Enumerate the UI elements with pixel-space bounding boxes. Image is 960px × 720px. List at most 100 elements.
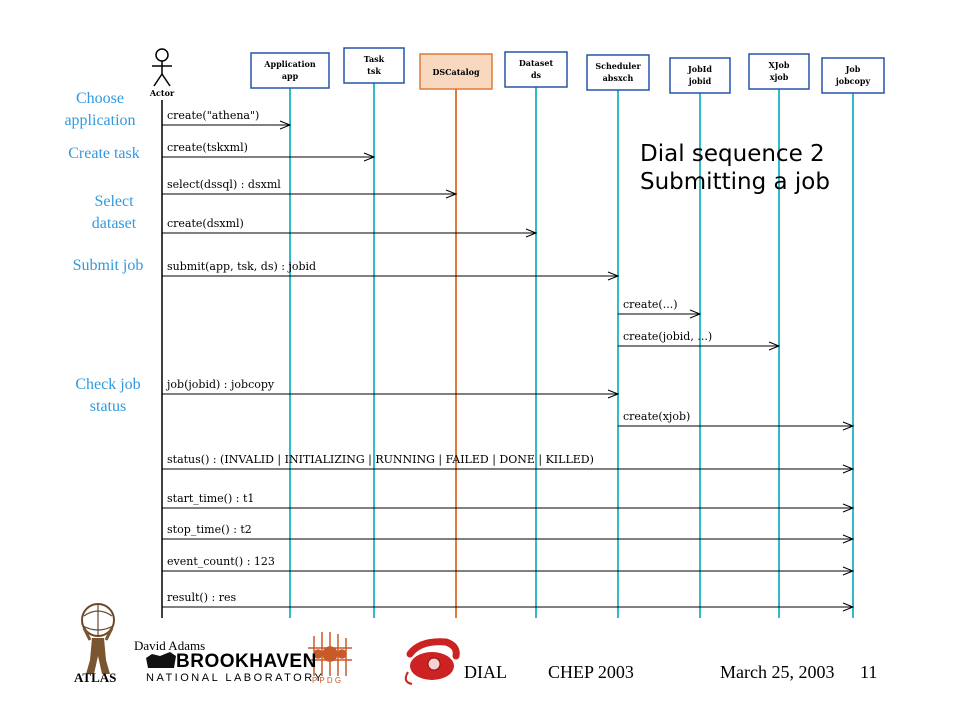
message-arrowhead [842, 421, 855, 431]
object-box-scheduler: Scheduler absxch [586, 54, 650, 618]
object-instance: tsk [367, 66, 381, 76]
message-label: result() : res [167, 591, 236, 604]
message-label: create(jobid, ...) [623, 330, 712, 343]
message-arrow: create(xjob) [618, 410, 855, 431]
object-box-rect [419, 53, 493, 90]
object-instance: jobcopy [835, 76, 871, 86]
object-box-rect [343, 47, 405, 84]
object-box-application: Application app [250, 52, 330, 618]
message-arrowhead [768, 341, 781, 351]
diagram-title-line: Dial sequence 2 [640, 141, 825, 167]
footer-conference: CHEP 2003 [548, 662, 634, 682]
object-box-rect [250, 52, 330, 89]
footer-author: David Adams [134, 638, 206, 653]
atlas-logo-icon [81, 603, 115, 674]
object-instance: jobid [688, 76, 712, 86]
message-arrowhead [842, 503, 855, 513]
object-name: Task [364, 54, 385, 64]
object-name: Job [845, 64, 861, 74]
brookhaven-logo-icon [146, 652, 176, 668]
telephone-icon [404, 638, 460, 685]
side-label-line: Select [94, 193, 134, 210]
side-label-submit-job: Submit job [56, 255, 160, 277]
side-label-line: Choose [76, 90, 124, 107]
object-box-rect [821, 57, 885, 94]
footer-bnl-sub: NATIONAL LABORATORY [146, 672, 325, 684]
message-arrowhead [842, 534, 855, 544]
message-arrow: create(...) [618, 298, 702, 319]
message-label: create(xjob) [623, 410, 690, 423]
side-label-select-dataset: Select dataset [62, 191, 166, 235]
footer-page-number: 11 [860, 662, 878, 682]
message-label: create("athena") [167, 109, 259, 122]
object-box-rect [504, 51, 568, 88]
message-label: job(jobid) : jobcopy [165, 378, 275, 391]
object-box-jobid: JobId jobid [669, 57, 731, 618]
footer-dial: DIAL [464, 662, 507, 682]
diagram-title: Dial sequence 2 Submitting a job [640, 140, 830, 196]
message-arrowhead [689, 309, 702, 319]
actor-icon [152, 48, 172, 87]
object-box-rect [748, 53, 810, 90]
message-arrowhead [445, 189, 458, 199]
actor-label: Actor [149, 88, 175, 98]
footer-ppdg: P P D G [312, 676, 342, 685]
message-arrow: job(jobid) : jobcopy [162, 378, 620, 399]
message-arrowhead [842, 464, 855, 474]
message-label: select(dssql) : dsxml [167, 178, 281, 191]
message-arrow: submit(app, tsk, ds) : jobid [162, 260, 620, 281]
footer-atlas: ATLAS [74, 670, 117, 685]
object-instance: ds [531, 70, 542, 80]
side-label-line: Check job [75, 376, 141, 393]
object-name: JobId [687, 64, 712, 74]
message-label: submit(app, tsk, ds) : jobid [167, 260, 316, 273]
ppdg-logo-icon [308, 632, 352, 676]
message-arrowhead [525, 228, 538, 238]
message-label: stop_time() : t2 [167, 523, 252, 536]
side-label-choose-application: Choose application [48, 88, 152, 132]
message-arrow: result() : res [162, 591, 855, 612]
object-name: Application [263, 59, 316, 69]
message-arrowhead [607, 271, 620, 281]
side-label-line: dataset [91, 215, 137, 232]
object-name: Scheduler [595, 61, 641, 71]
object-box-dataset: Dataset ds [504, 51, 568, 618]
side-label-line: Create task [68, 145, 140, 162]
side-label-line: Submit job [72, 257, 144, 274]
footer-date: March 25, 2003 [720, 662, 835, 682]
side-label-line: status [89, 398, 127, 415]
message-label: create(tskxml) [167, 141, 248, 154]
message-label: start_time() : t1 [167, 492, 254, 505]
object-box-rect [586, 54, 650, 91]
message-arrowhead [842, 566, 855, 576]
object-instance: absxch [603, 73, 634, 83]
message-label: create(dsxml) [167, 217, 244, 230]
object-box-job: Job jobcopy [821, 57, 885, 618]
message-arrowhead [842, 602, 855, 612]
message-label: event_count() : 123 [167, 555, 275, 568]
side-label-create-task: Create task [52, 143, 156, 165]
object-box-task: Task tsk [343, 47, 405, 618]
message-arrow: stop_time() : t2 [162, 523, 855, 544]
footer-bnl-name: BROOKHAVEN [176, 651, 317, 672]
message-label: create(...) [623, 298, 678, 311]
message-arrow: start_time() : t1 [162, 492, 855, 513]
object-instance: xjob [770, 72, 789, 82]
object-name: DSCatalog [432, 67, 480, 77]
message-arrow: create(dsxml) [162, 217, 538, 238]
message-arrow: status() : (INVALID | INITIALIZING | RUN… [162, 453, 855, 474]
object-box-xjob: XJob xjob [748, 53, 810, 618]
object-name: XJob [769, 60, 790, 70]
message-arrow: create(jobid, ...) [618, 330, 781, 351]
message-arrow: create(tskxml) [162, 141, 376, 162]
object-box-rect [669, 57, 731, 94]
message-arrow: create("athena") [162, 109, 292, 130]
object-instance: app [282, 71, 299, 81]
message-arrowhead [279, 120, 292, 130]
message-label: status() : (INVALID | INITIALIZING | RUN… [167, 453, 594, 467]
diagram-title-line: Submitting a job [640, 169, 830, 195]
object-box-dscatalog: DSCatalog [419, 53, 493, 618]
message-arrowhead [607, 389, 620, 399]
object-name: Dataset [519, 58, 554, 68]
